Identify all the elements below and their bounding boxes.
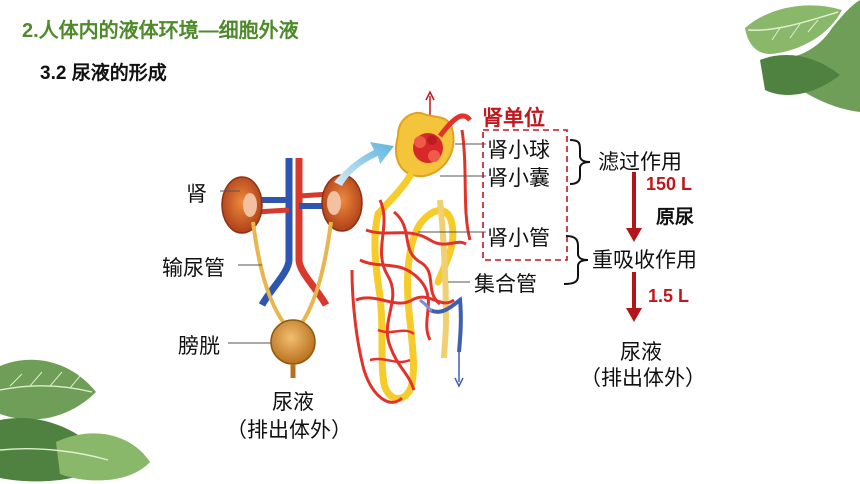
label-filtration-volume: 150 L <box>646 174 693 194</box>
label-tubule: 肾小管 <box>487 227 550 250</box>
label-final-urine-note: （排出体外） <box>580 367 706 390</box>
label-urine-note-left: （排出体外） <box>226 419 352 442</box>
process-arrow-2 <box>626 272 642 322</box>
urinary-system-illustration <box>220 158 363 378</box>
label-collecting-duct: 集合管 <box>474 273 537 296</box>
label-ureter: 输尿管 <box>162 257 225 280</box>
nephron-unit-box <box>482 129 568 261</box>
label-reabsorption: 重吸收作用 <box>592 249 697 272</box>
label-final-urine: 尿液 <box>620 341 662 364</box>
brace-filtration <box>569 139 591 185</box>
label-filtration: 滤过作用 <box>598 151 682 174</box>
blue-arrow-icon <box>334 142 394 186</box>
brace-reabsorption <box>563 235 589 285</box>
label-primary-urine: 原尿 <box>656 207 695 228</box>
label-glomerulus: 肾小球 <box>487 139 550 162</box>
label-nephron-unit: 肾单位 <box>482 107 545 130</box>
label-capsule: 肾小囊 <box>487 167 550 190</box>
section-subtitle: 3.2 尿液的形成 <box>40 63 167 84</box>
nephron-illustration <box>350 90 486 404</box>
leaf-decoration-bottom-left <box>0 359 150 482</box>
label-kidney: 肾 <box>186 183 207 206</box>
label-bladder: 膀胱 <box>178 335 220 358</box>
leaf-decoration-top-right <box>745 0 860 112</box>
label-urine-left: 尿液 <box>272 391 314 414</box>
process-arrow-1 <box>626 172 642 242</box>
label-reabsorption-volume: 1.5 L <box>648 286 690 306</box>
page-title: 2.人体内的液体环境—细胞外液 <box>22 20 299 42</box>
